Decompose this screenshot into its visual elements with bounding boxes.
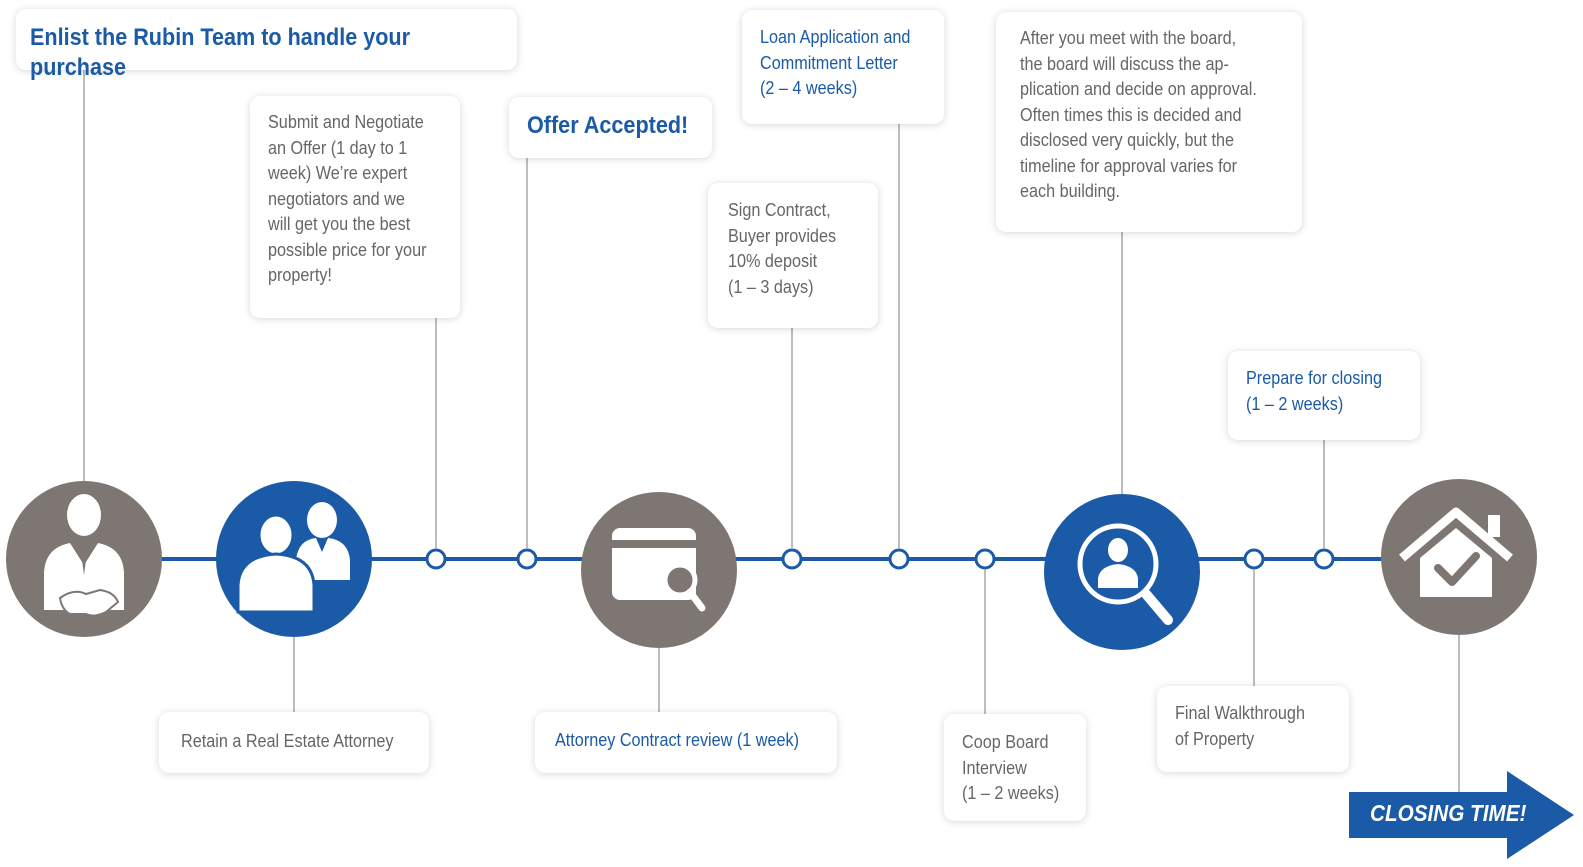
node-board-review xyxy=(1044,494,1200,650)
timeline-marker xyxy=(516,548,538,570)
house-check-icon xyxy=(1399,507,1513,597)
timeline-marker xyxy=(888,548,910,570)
step-contract-review: Attorney Contract review (1 week) xyxy=(535,712,837,773)
closing-label: CLOSING TIME! xyxy=(1370,800,1527,826)
node-team xyxy=(216,481,372,637)
step-text: Loan Application and Commitment Letter (… xyxy=(760,27,911,98)
handshake-person-icon xyxy=(44,494,124,617)
step-text: Sign Contract, Buyer provides 10% deposi… xyxy=(728,200,837,297)
node-enlist xyxy=(6,481,162,637)
title-box: Enlist the Rubin Team to handle your pur… xyxy=(16,9,517,81)
timeline-marker xyxy=(1313,548,1335,570)
step-final-walkthrough: Final Walkthrough of Property xyxy=(1157,686,1349,772)
step-text: Attorney Contract review (1 week) xyxy=(555,730,799,750)
closing-arrow xyxy=(1349,771,1574,859)
timeline-markers xyxy=(425,548,1335,570)
timeline-marker xyxy=(781,548,803,570)
team-people-icon xyxy=(236,502,350,614)
contract-wallet-search-icon xyxy=(612,528,706,612)
node-contract xyxy=(581,492,737,648)
step-text: Submit and Negotiate an Offer (1 day to … xyxy=(268,112,427,285)
step-prepare-closing: Prepare for closing (1 – 2 weeks) xyxy=(1228,351,1420,440)
step-loan-application: Loan Application and Commitment Letter (… xyxy=(742,10,944,124)
step-sign-contract: Sign Contract, Buyer provides 10% deposi… xyxy=(708,183,878,328)
timeline-marker xyxy=(1243,548,1265,570)
step-offer-accepted: Offer Accepted! xyxy=(509,97,712,158)
step-submit-offer: Submit and Negotiate an Offer (1 day to … xyxy=(250,96,460,318)
step-text: Coop Board Interview (1 – 2 weeks) xyxy=(962,732,1060,803)
step-coop-interview: Coop Board Interview (1 – 2 weeks) xyxy=(944,714,1086,821)
step-text: Retain a Real Estate Attorney xyxy=(181,731,394,751)
title-text: Enlist the Rubin Team to handle your pur… xyxy=(30,24,411,81)
step-retain-attorney: Retain a Real Estate Attorney xyxy=(159,712,429,773)
connector-lines xyxy=(83,70,1460,792)
step-board-decision: After you meet with the board, the board… xyxy=(996,12,1302,232)
step-text: Prepare for closing (1 – 2 weeks) xyxy=(1246,368,1382,414)
timeline-marker xyxy=(425,548,447,570)
node-closing xyxy=(1381,479,1537,635)
step-text: After you meet with the board, the board… xyxy=(1020,28,1257,201)
timeline-marker xyxy=(974,548,996,570)
magnify-person-icon xyxy=(1077,523,1173,625)
step-text: Offer Accepted! xyxy=(527,112,689,139)
step-text: Final Walkthrough of Property xyxy=(1175,703,1305,749)
